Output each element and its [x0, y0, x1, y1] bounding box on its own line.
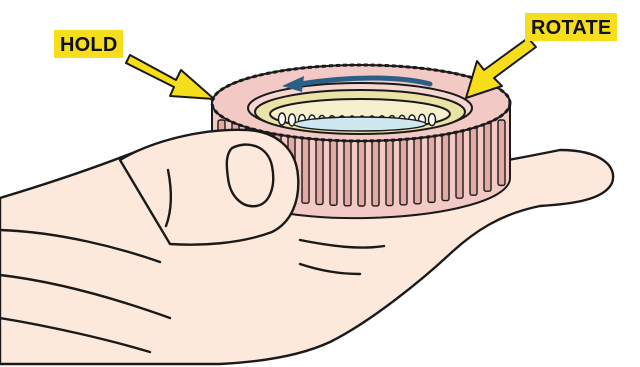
hold-label: HOLD	[54, 30, 123, 58]
gear-tooth	[498, 120, 505, 185]
gear-tooth	[484, 120, 491, 191]
gear-tooth	[470, 120, 477, 195]
hold-arrow-icon	[126, 55, 214, 99]
needle-roller	[429, 114, 436, 126]
bearing-bore	[294, 117, 426, 131]
needle-roller	[279, 113, 286, 125]
rotate-label: ROTATE	[525, 13, 617, 41]
thumbnail	[227, 145, 273, 207]
